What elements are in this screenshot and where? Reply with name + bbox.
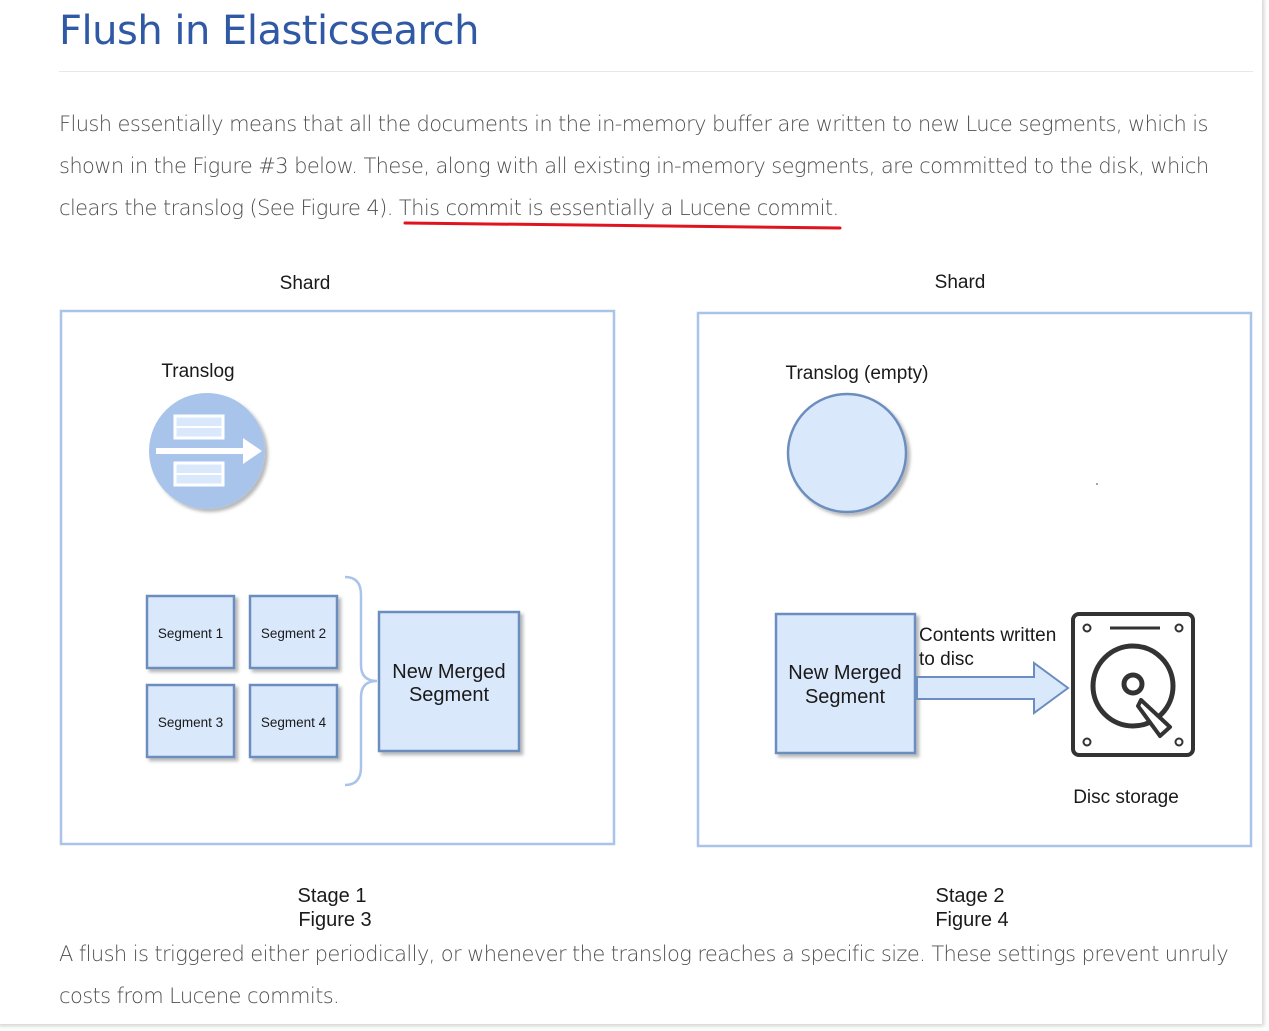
merge-brace <box>344 575 378 787</box>
translog-label: Translog <box>161 361 234 382</box>
merged-label-line1: New Merged <box>392 661 505 683</box>
shard-label: Shard <box>935 272 986 293</box>
write-to-disc-arrow <box>916 661 1070 715</box>
arrow-label-line1: Contents written <box>919 625 1056 646</box>
stage-caption: Stage 1 <box>298 885 367 907</box>
title-divider <box>59 71 1253 72</box>
figure-3: Shard Translog Segment 1 Segment 2 Segme… <box>59 273 616 931</box>
merged-label-line1: New Merged <box>788 662 901 684</box>
disc-storage-label: Disc storage <box>1073 787 1179 808</box>
intro-paragraph: Flush essentially means that all the doc… <box>59 103 1254 229</box>
stage-caption: Stage 2 <box>936 885 1005 907</box>
outro-paragraph: A flush is triggered either periodically… <box>59 942 1229 1008</box>
figure-4: Shard Translog (empty) New Merged Segmen… <box>696 272 1253 931</box>
shard-box <box>696 311 1253 848</box>
stray-dot <box>1096 483 1098 485</box>
segment-label-1: Segment 1 <box>158 626 223 641</box>
empty-translog-circle <box>786 392 908 514</box>
hard-disk-icon <box>1071 612 1195 757</box>
segment-box-2: Segment 2 <box>248 594 339 670</box>
segment-label-4: Segment 4 <box>261 715 327 730</box>
highlighted-sentence: This commit is essentially a Lucene comm… <box>398 196 839 220</box>
merged-segment-box: New Merged Segment <box>377 610 521 753</box>
arrow-label-line2: to disc <box>919 649 974 670</box>
segment-label-2: Segment 2 <box>261 626 326 641</box>
segment-box-4: Segment 4 <box>248 683 339 759</box>
translog-icon <box>149 393 265 509</box>
merged-label-line2: Segment <box>805 686 885 708</box>
figure-caption: Figure 4 <box>935 909 1008 931</box>
shard-label: Shard <box>280 273 331 294</box>
merged-segment-box: New Merged Segment <box>774 612 917 755</box>
red-underline <box>403 221 842 230</box>
segment-box-1: Segment 1 <box>145 594 236 670</box>
merged-label-line2: Segment <box>409 684 489 706</box>
page-title: Flush in Elasticsearch <box>59 8 479 54</box>
translog-label: Translog (empty) <box>786 363 929 384</box>
intro-text: Flush essentially means that all the doc… <box>59 112 1209 220</box>
shard-box <box>59 309 616 846</box>
figure-caption: Figure 3 <box>298 909 371 931</box>
segment-box-3: Segment 3 <box>145 683 236 759</box>
segment-label-3: Segment 3 <box>158 715 223 730</box>
